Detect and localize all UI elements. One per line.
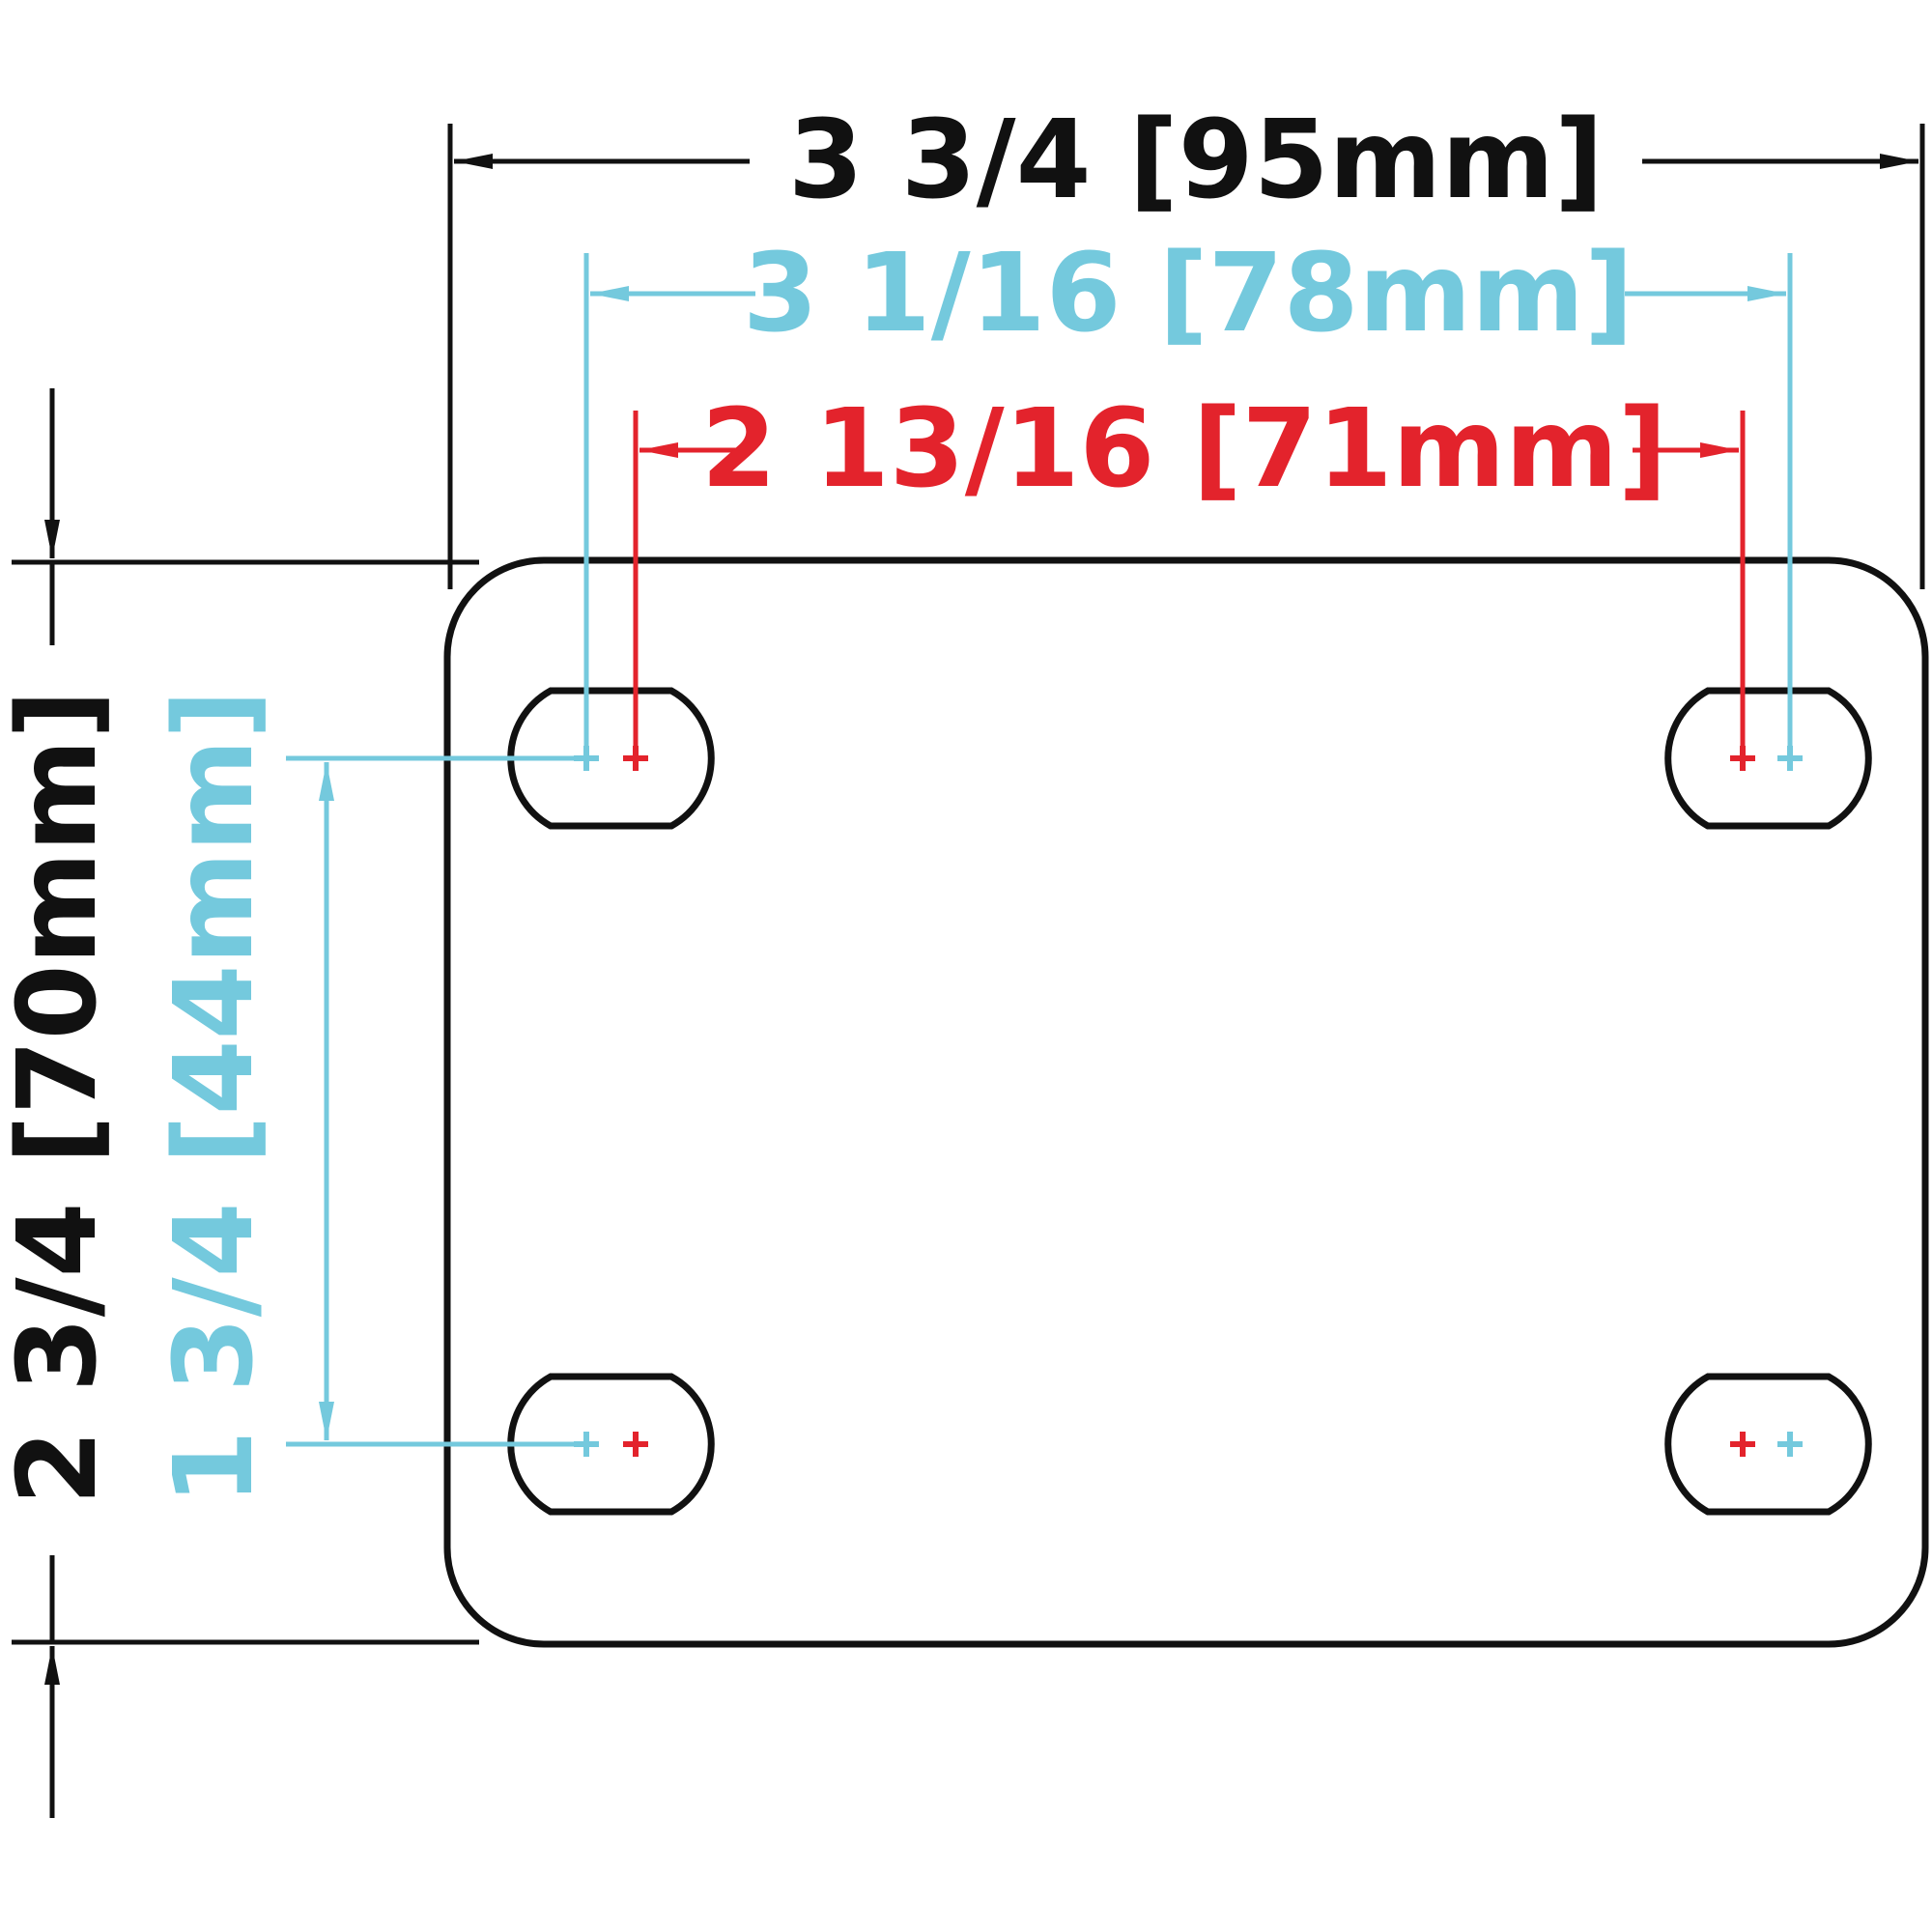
hole-bottom-left bbox=[507, 1373, 715, 1516]
hole-outer-spacing-label: 3 1/16 [78mm] bbox=[743, 231, 1634, 356]
hole-top-right bbox=[1664, 687, 1872, 830]
overall-height-label: 2 3/4 [70mm] bbox=[0, 690, 121, 1505]
plate-outline bbox=[443, 556, 1929, 1648]
hole-inner-spacing-label: 2 13/16 [71mm] bbox=[701, 386, 1667, 512]
overall-height-dimension bbox=[12, 388, 479, 1818]
overall-width-dimension bbox=[447, 124, 1925, 589]
overall-width-label: 3 3/4 [95mm] bbox=[788, 98, 1604, 223]
hole-outer-spacing-dimension bbox=[583, 253, 1793, 758]
hole-inner-spacing-dimension bbox=[633, 411, 1746, 758]
hole-top-left bbox=[507, 687, 715, 830]
hole-vertical-spacing-dimension bbox=[286, 755, 586, 1447]
hole-vertical-spacing-label: 1 3/4 [44mm] bbox=[152, 690, 277, 1505]
hole-bottom-right bbox=[1664, 1373, 1872, 1516]
